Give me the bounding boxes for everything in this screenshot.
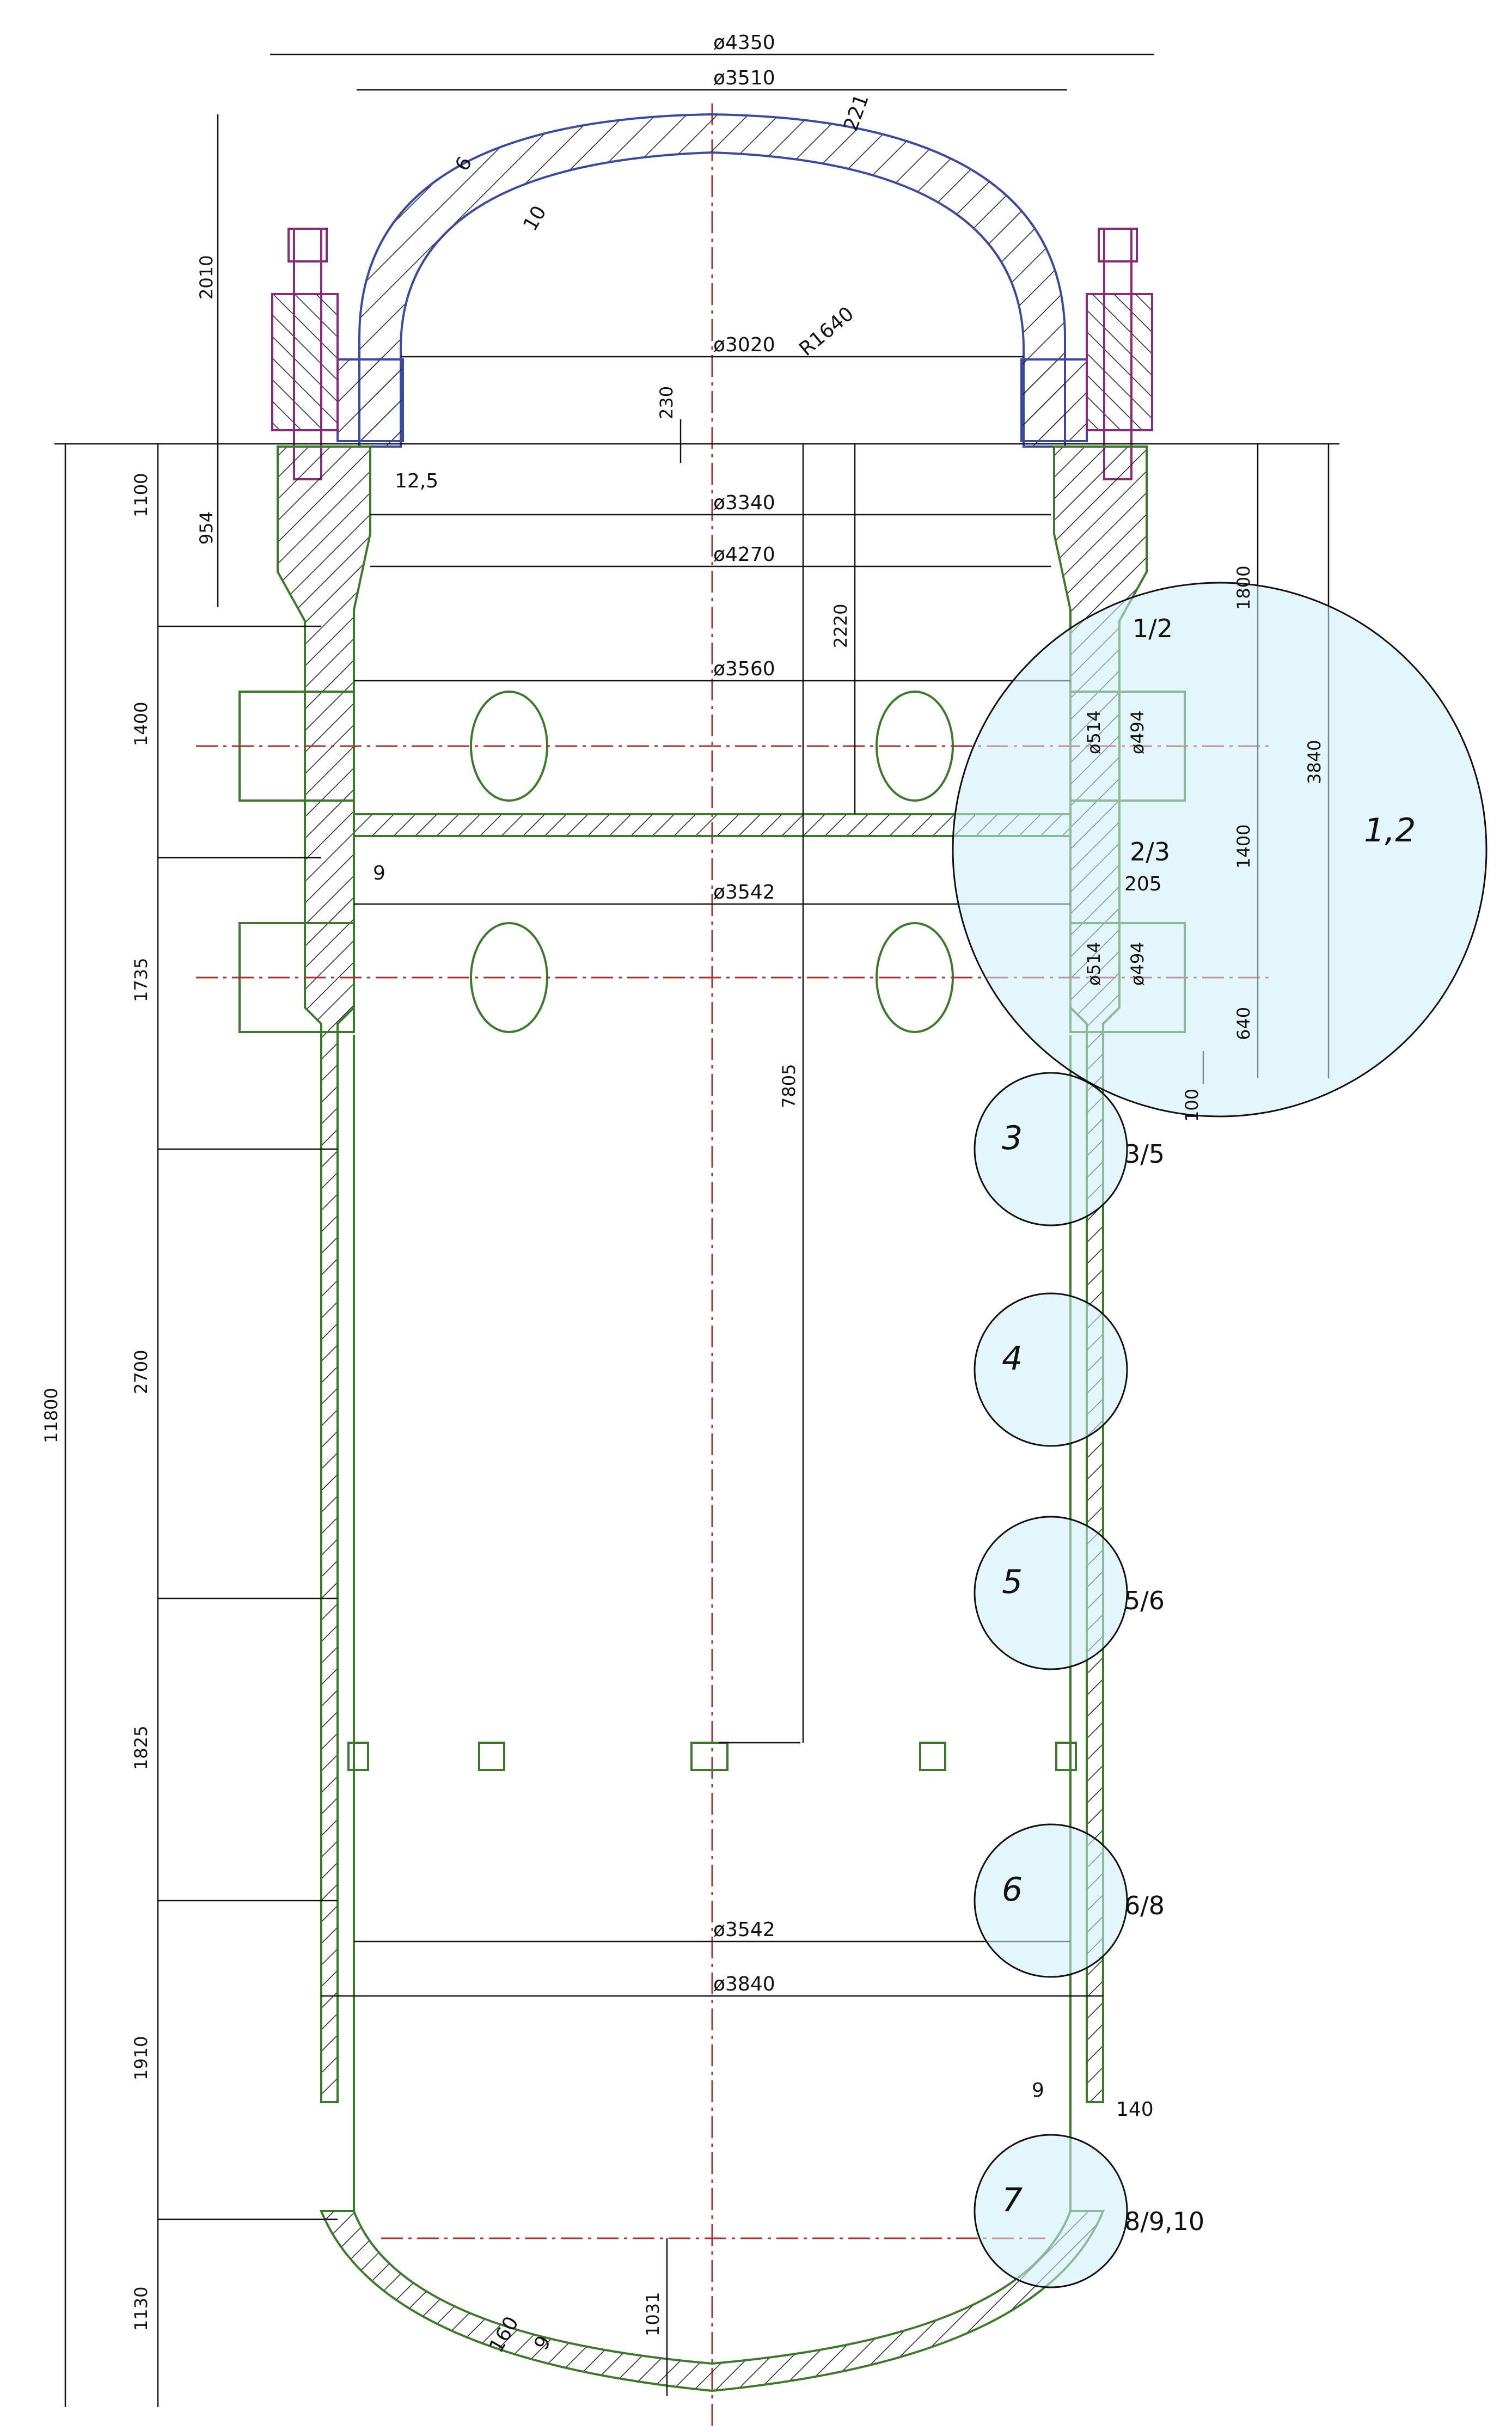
dim-nozzle-6: ø3542	[713, 881, 775, 903]
weld-tag-1: 2/3	[1130, 837, 1170, 866]
dim-flange-5: 2220	[830, 604, 851, 648]
zone-label-1-2: 1,2	[1364, 811, 1416, 850]
dim-shell-6: 9	[1032, 2079, 1044, 2102]
dim-flange-3: ø3340	[713, 492, 775, 514]
dim-nozzle-4: 9	[373, 862, 385, 884]
dim-nozzle-2: ø494	[1127, 710, 1148, 754]
dim-flange-4: ø4270	[713, 544, 775, 566]
weld-level-ticks	[54, 443, 1339, 2220]
dim-shell-7: 140	[1116, 2098, 1154, 2121]
dim-shell-2: 1825	[131, 1726, 151, 1770]
dim-flange-8: 3840	[1304, 740, 1325, 784]
dim-top-4: 10	[519, 202, 550, 235]
zone-bubble-3	[974, 1072, 1128, 1226]
dim-nozzle-3: 1400	[1233, 825, 1254, 869]
dim-top-8: 230	[656, 386, 677, 419]
weld-tag-3: 5/6	[1124, 1586, 1165, 1615]
dim-top-5: 2010	[196, 255, 217, 300]
zone-bubble-4	[974, 1292, 1128, 1447]
dim-flange-0: 1100	[131, 473, 151, 517]
dim-top-1: ø3510	[713, 67, 775, 89]
zone-bubble-6	[974, 1823, 1128, 1978]
zone-label-7: 7	[1002, 2181, 1023, 2219]
vessel-wall-left	[277, 445, 371, 2103]
dim-shell-9: 1031	[642, 2292, 663, 2336]
dim-shell-4: ø3840	[713, 1973, 775, 1995]
horizontal-dimensions	[270, 53, 1154, 1997]
dim-shell-8: 1130	[131, 2287, 151, 2331]
dim-flange-6: 1800	[1233, 566, 1254, 610]
weld-tag-4: 6/8	[1124, 1891, 1165, 1920]
stud-right	[1086, 228, 1153, 480]
dim-shell-0: 11800	[41, 1388, 62, 1443]
dim-flange-7: ø3560	[713, 658, 775, 680]
dim-nozzle-9: 1735	[131, 958, 151, 1002]
zone-bubble-1-2	[952, 582, 1487, 1118]
dim-shell-5: 1910	[131, 2036, 151, 2080]
dim-flange-1: 954	[196, 511, 217, 545]
weld-tag-5: 8/9,10	[1124, 2207, 1204, 2236]
upper-head	[336, 113, 1088, 448]
weld-tag-0: 1/2	[1133, 614, 1173, 643]
zone-bubble-5	[974, 1516, 1128, 1670]
dim-flange-2: 12,5	[395, 470, 438, 492]
dim-top-2: 221	[840, 91, 873, 135]
zone-label-4: 4	[1002, 1340, 1023, 1378]
dim-shell-3: ø3542	[713, 1919, 775, 1941]
dim-nozzle-5: 205	[1124, 873, 1162, 895]
dim-nozzle-12: 7805	[779, 1064, 799, 1108]
stud-left	[271, 228, 339, 480]
dim-top-0: ø4350	[713, 32, 775, 54]
zone-bubble-7	[974, 2134, 1128, 2288]
zone-label-3: 3	[1002, 1119, 1023, 1157]
dim-nozzle-11: 100	[1182, 1089, 1202, 1122]
dim-nozzle-10: 640	[1233, 1007, 1254, 1040]
weld-tag-2: 3/5	[1124, 1139, 1165, 1169]
dim-nozzle-8: ø494	[1127, 942, 1148, 986]
dim-nozzle-1: ø514	[1084, 710, 1104, 754]
dim-top-7: R1640	[795, 303, 858, 361]
zone-label-5: 5	[1002, 1563, 1023, 1601]
dim-nozzle-7: ø514	[1084, 942, 1104, 986]
support-lugs	[347, 1742, 1077, 1771]
dim-shell-1: 2700	[131, 1350, 151, 1394]
dim-top-6: ø3020	[713, 334, 775, 356]
dim-nozzle-0: 1400	[131, 702, 151, 746]
zone-label-6: 6	[1002, 1871, 1023, 1909]
